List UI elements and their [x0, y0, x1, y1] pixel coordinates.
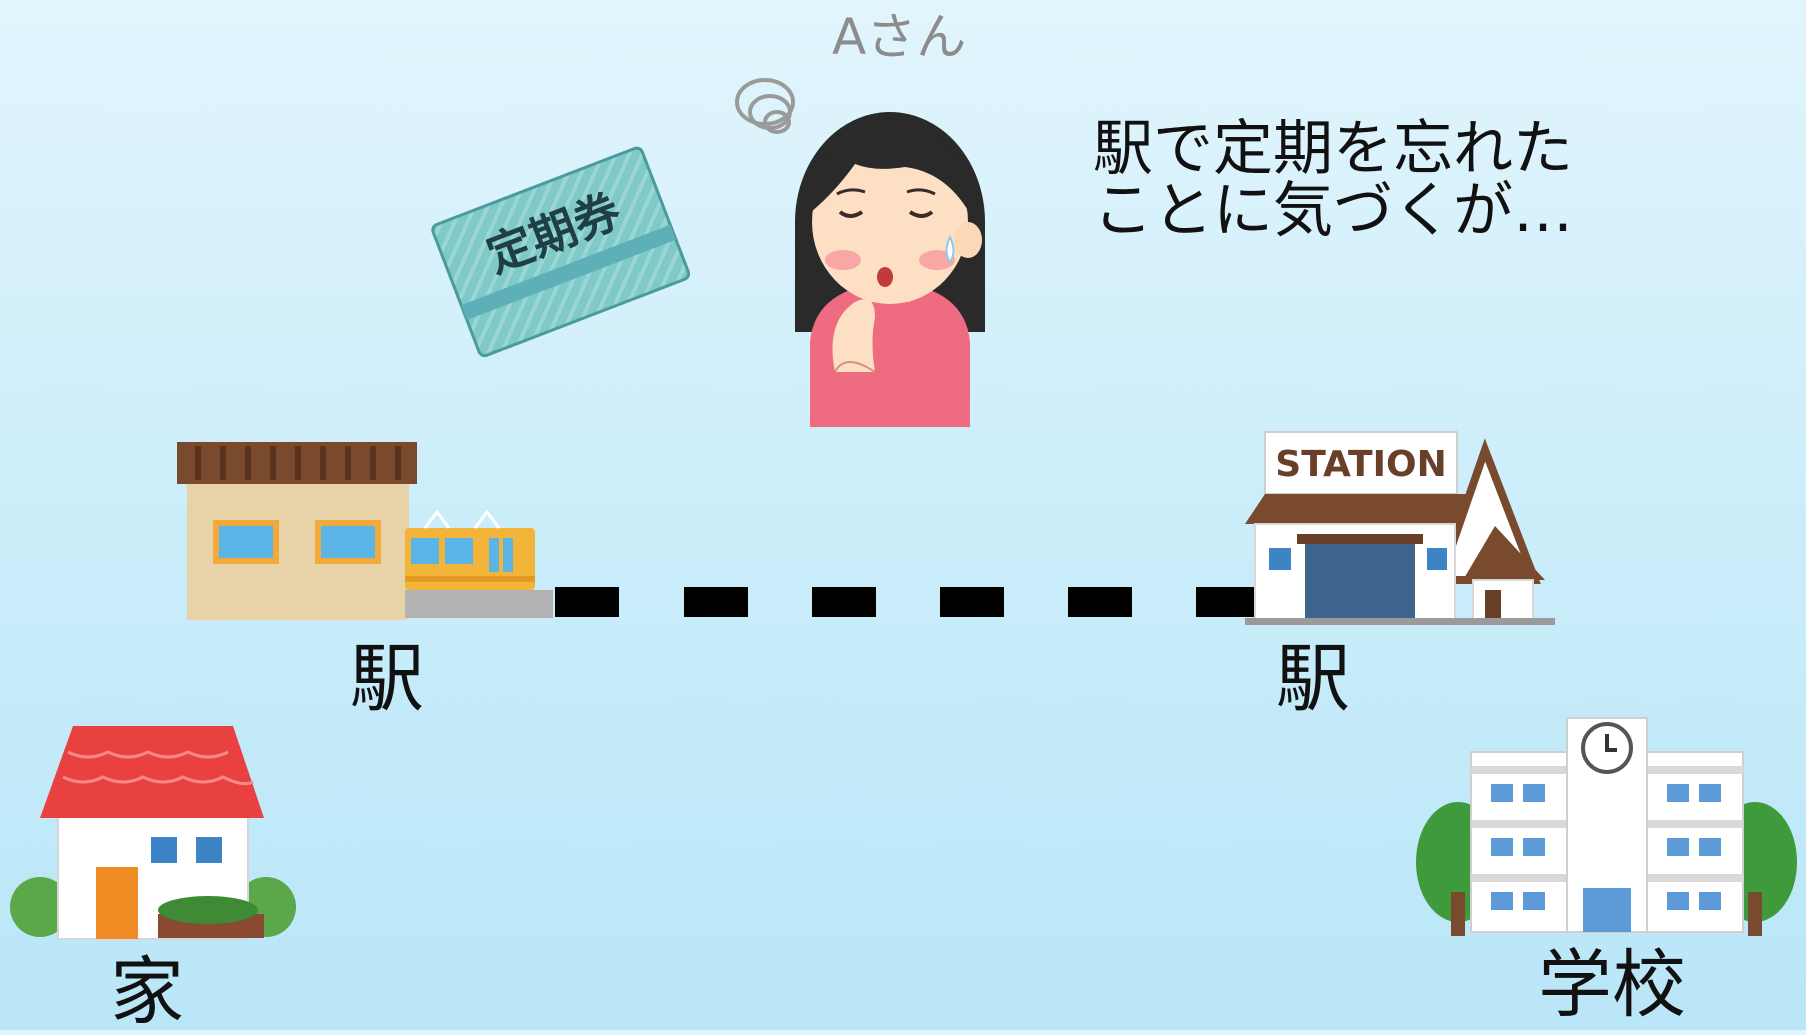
school-icon [1416, 717, 1797, 936]
station-sign-text: STATION [1275, 444, 1446, 485]
thinking-woman-icon [735, 78, 985, 427]
house-icon [10, 726, 296, 940]
station-left-label: 駅 [350, 636, 424, 722]
commuter-pass-icon: 定期券 [431, 146, 690, 358]
home-label: 家 [110, 949, 184, 1035]
train-station-icon [177, 442, 553, 620]
western-station-icon: STATION [1245, 431, 1555, 625]
station-right-label: 駅 [1276, 636, 1350, 722]
caption-text: 駅で定期を忘れた ことに気づくが… [1093, 114, 1573, 246]
person-label: Aさん [832, 8, 967, 66]
school-label: 学校 [1538, 942, 1686, 1028]
railway-track [555, 587, 1260, 617]
